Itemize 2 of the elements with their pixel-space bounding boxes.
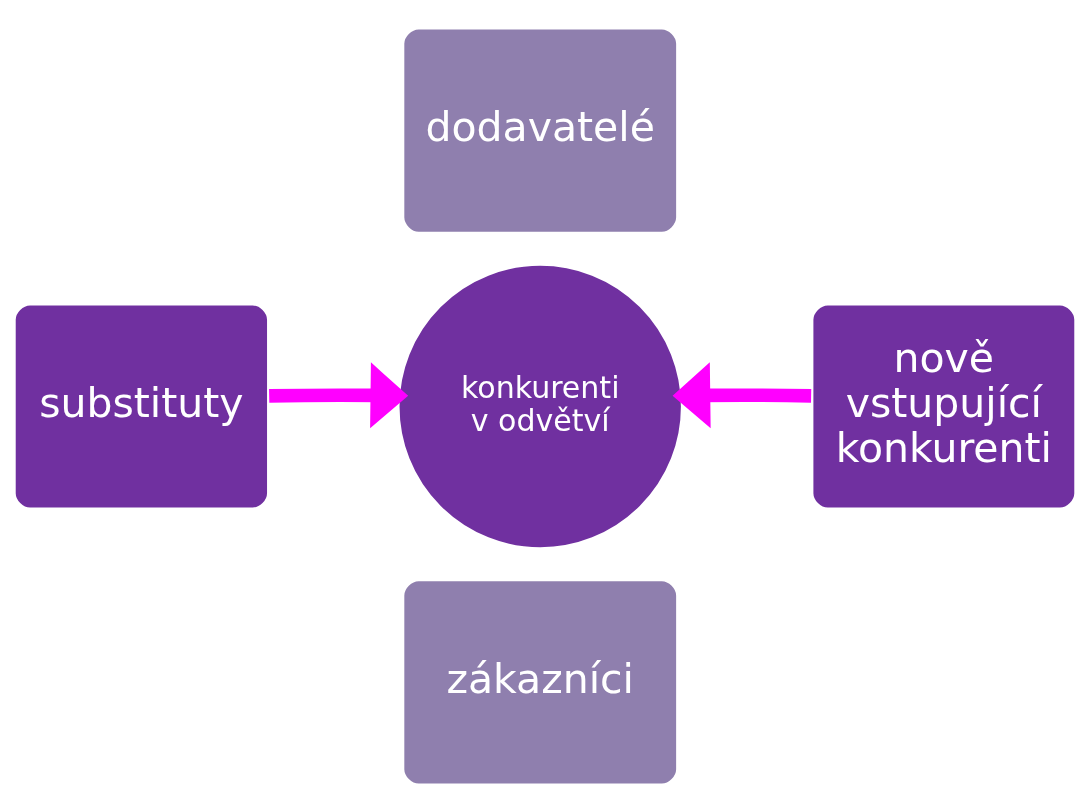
arrow bbox=[269, 361, 409, 428]
arrow bbox=[672, 361, 812, 428]
